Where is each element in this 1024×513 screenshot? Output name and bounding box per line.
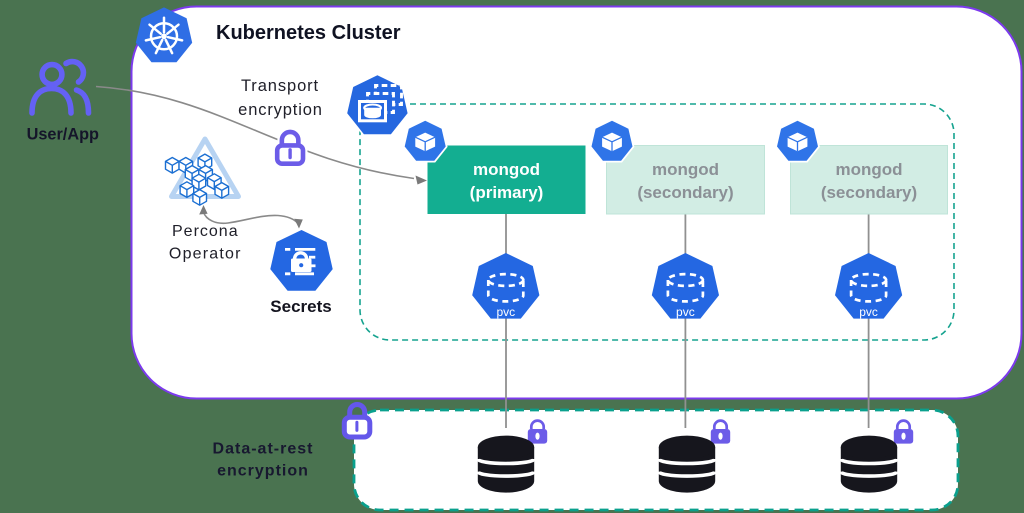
svg-text:encryption: encryption bbox=[238, 101, 323, 119]
svg-text:Operator: Operator bbox=[169, 246, 242, 263]
svg-text:Kubernetes Cluster: Kubernetes Cluster bbox=[216, 22, 401, 44]
svg-text:User/App: User/App bbox=[27, 126, 99, 144]
svg-text:(secondary): (secondary) bbox=[637, 183, 733, 202]
svg-text:pvc: pvc bbox=[859, 305, 878, 319]
svg-text:Data-at-rest: Data-at-rest bbox=[213, 441, 314, 458]
svg-text:pvc: pvc bbox=[676, 305, 695, 319]
svg-text:mongod: mongod bbox=[473, 160, 540, 179]
svg-text:Transport: Transport bbox=[241, 77, 319, 95]
svg-text:mongod: mongod bbox=[835, 160, 902, 179]
svg-text:encryption: encryption bbox=[217, 463, 309, 480]
svg-text:(primary): (primary) bbox=[470, 183, 544, 202]
svg-text:Secrets: Secrets bbox=[270, 297, 331, 316]
svg-text:mongod: mongod bbox=[652, 160, 719, 179]
svg-text:(secondary): (secondary) bbox=[821, 183, 917, 202]
svg-text:Percona: Percona bbox=[172, 223, 239, 240]
svg-text:pvc: pvc bbox=[496, 305, 515, 319]
